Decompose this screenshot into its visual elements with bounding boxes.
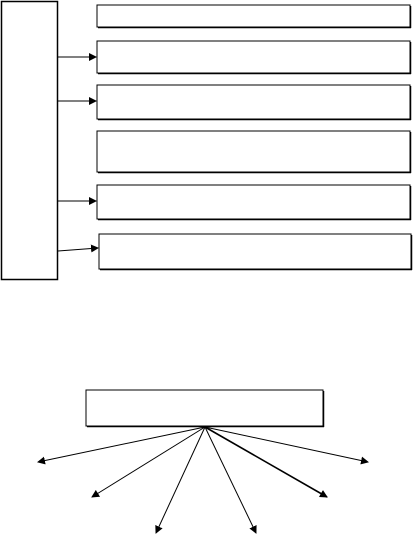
root-box <box>85 389 325 428</box>
right-box-4 <box>96 130 412 174</box>
branch-arrow-5 <box>204 426 328 498</box>
bottom-section <box>37 389 369 534</box>
right-box-6 <box>98 233 413 271</box>
branch-arrow-4 <box>204 426 257 534</box>
branch-arrow-2 <box>91 426 206 498</box>
right-box-5 <box>96 184 412 221</box>
right-box-2 <box>96 40 412 75</box>
top-section <box>0 0 413 281</box>
branch-arrow-3 <box>155 426 206 534</box>
branch-arrow-6 <box>204 426 369 465</box>
right-box-3 <box>96 84 412 121</box>
connector-arrow-6 <box>57 244 99 253</box>
branch-arrow-1 <box>37 426 206 465</box>
left-source-block <box>0 0 59 281</box>
right-box-1 <box>96 4 412 29</box>
